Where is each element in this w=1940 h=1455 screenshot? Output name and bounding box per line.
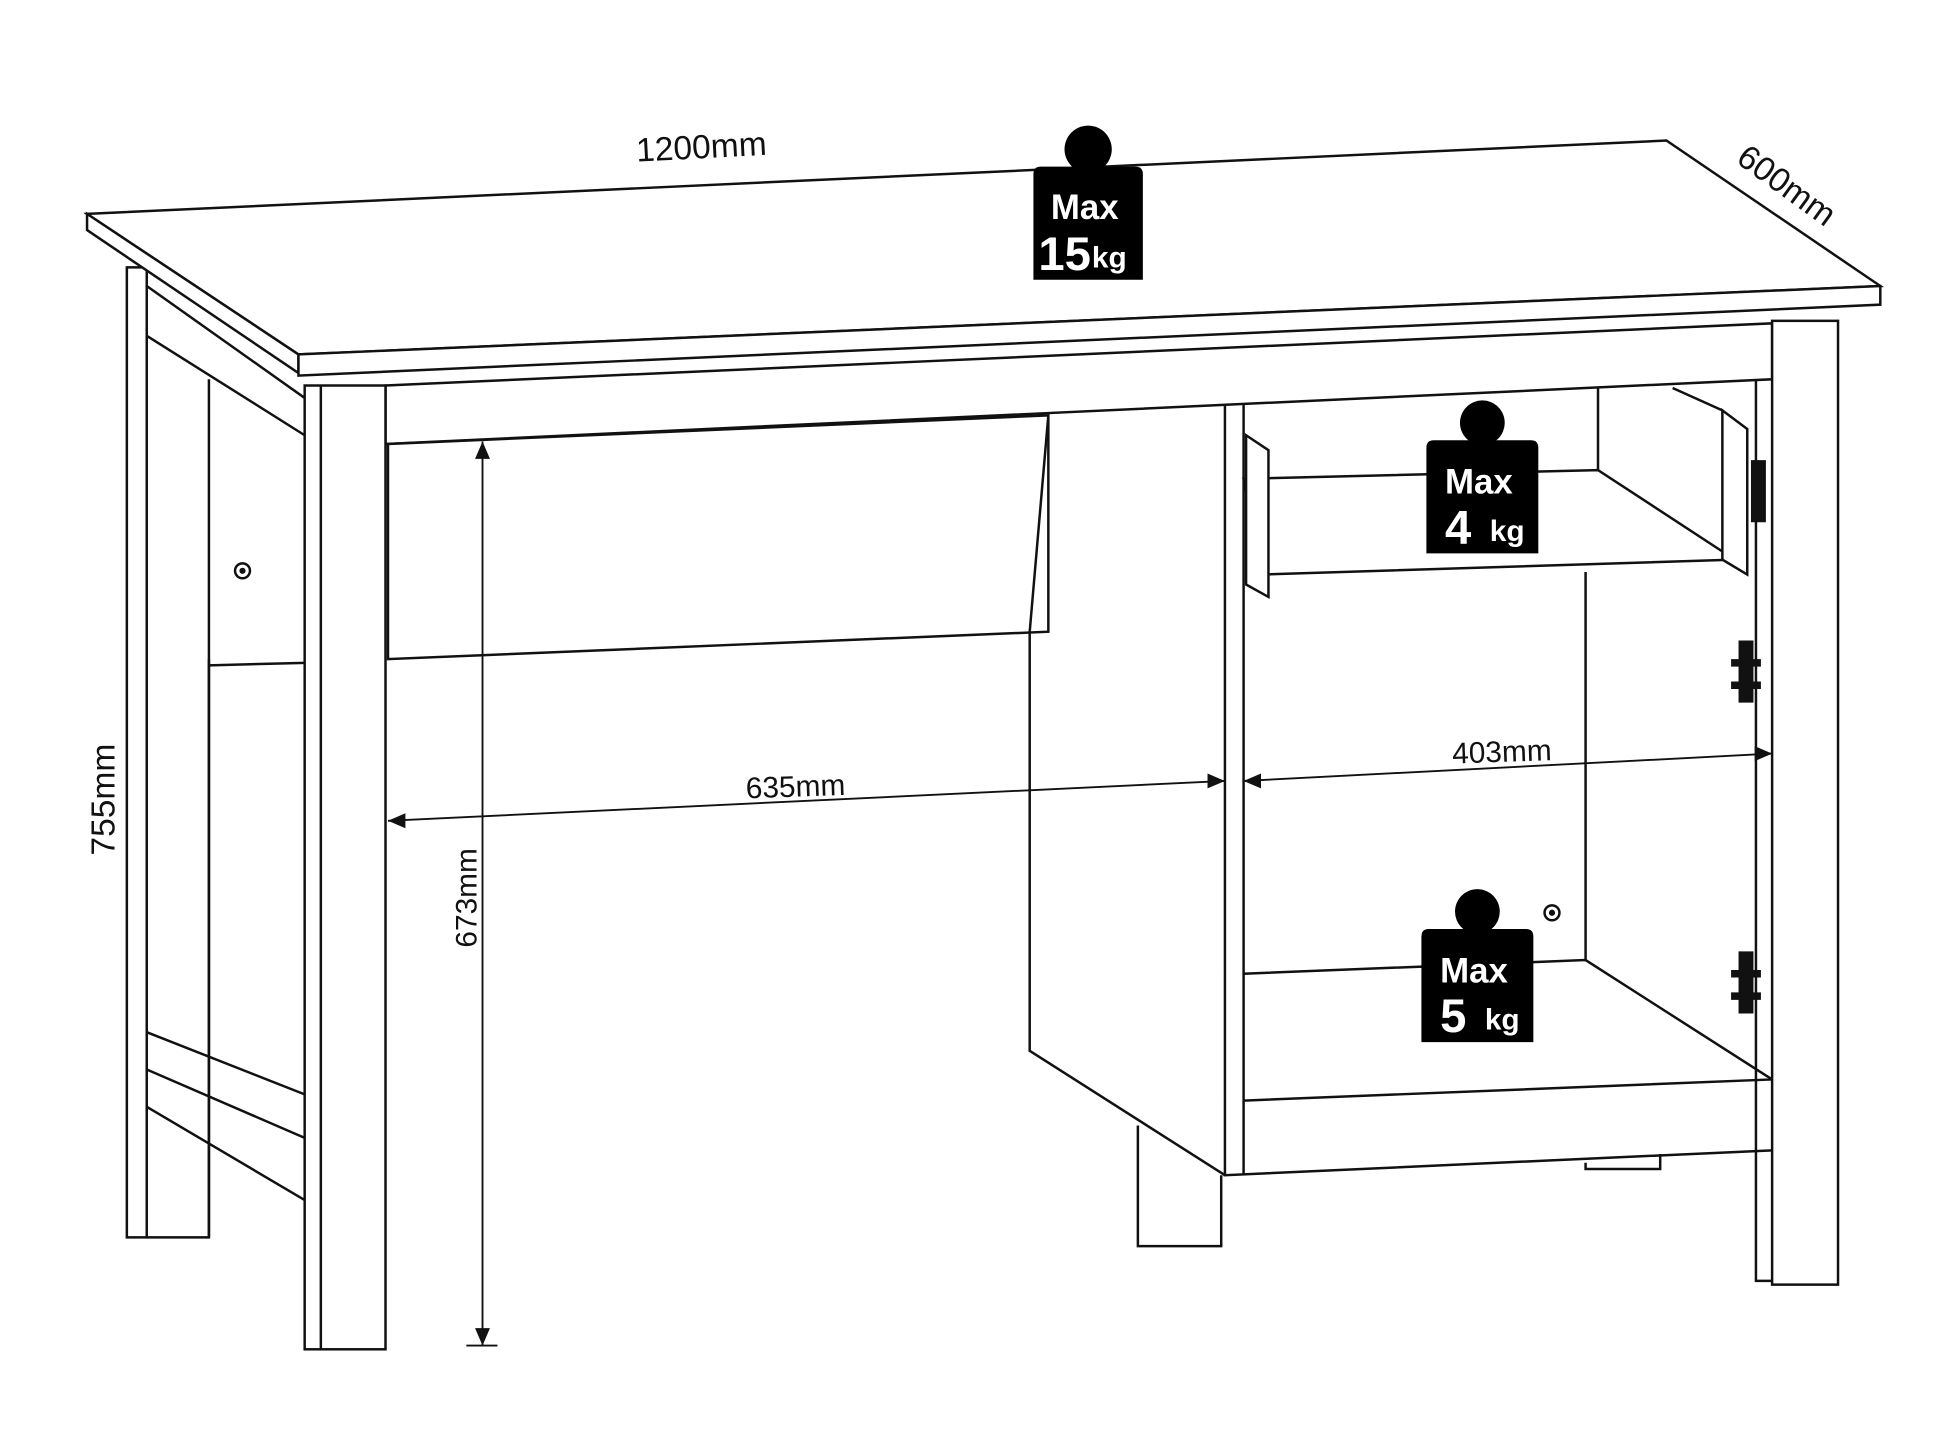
hinge-icon: [1731, 951, 1761, 1014]
front-right-leg: [1770, 319, 1840, 1286]
hinge-icon: [1731, 640, 1761, 703]
svg-text:Max: Max: [1445, 463, 1513, 502]
max-load-badge-shelf: Max 5 kg: [1421, 889, 1534, 1043]
drawer-front: [386, 414, 1050, 661]
svg-text:Max: Max: [1051, 188, 1119, 227]
height-label: 755mm: [85, 744, 122, 856]
dimension-lines: [387, 441, 1773, 1347]
max-load-badge-top: Max 15 kg: [1033, 125, 1143, 281]
svg-text:kg: kg: [1490, 515, 1525, 548]
max-load-badge-drawer: Max 4 kg: [1426, 400, 1539, 554]
knee-height-label: 673mm: [450, 848, 483, 947]
front-left-leg: [303, 384, 387, 1351]
width-label: 1200mm: [635, 126, 767, 170]
svg-text:kg: kg: [1485, 1004, 1520, 1037]
svg-text:4: 4: [1445, 501, 1472, 554]
svg-text:Max: Max: [1440, 951, 1508, 990]
cabinet-width-label: 403mm: [1452, 734, 1553, 770]
svg-text:5: 5: [1440, 990, 1466, 1043]
svg-text:15: 15: [1038, 228, 1091, 281]
svg-text:kg: kg: [1092, 241, 1127, 274]
hinge-icon: [1750, 460, 1766, 523]
left-side-frame: [125, 266, 306, 1239]
tabletop: [83, 139, 1885, 377]
cabinet-side: [1028, 415, 1226, 1248]
knee-width-label: 635mm: [745, 769, 846, 805]
